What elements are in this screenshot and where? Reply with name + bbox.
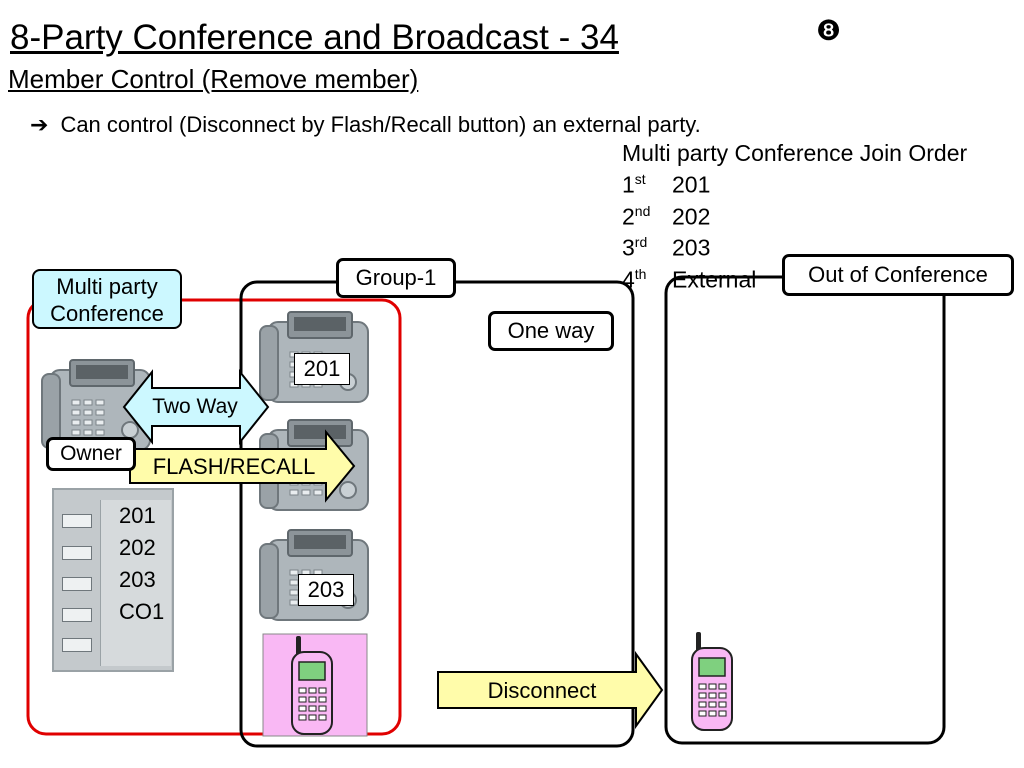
panel-key-label: 203 <box>119 567 156 592</box>
panel-key <box>62 577 92 591</box>
out-of-conference-label: Out of Conference <box>782 254 1014 296</box>
disconnected-mobile-icon <box>691 631 733 731</box>
panel-key-label: CO1 <box>119 599 165 624</box>
two-way-label: Two Way <box>152 395 238 418</box>
panel-key <box>62 514 92 528</box>
arrow-bullet-icon: ➔ <box>30 112 49 137</box>
flash-recall-label: FLASH/RECALL <box>152 454 316 479</box>
extension-203-tag: 203 <box>298 574 354 606</box>
disconnect-label: Disconnect <box>487 678 597 703</box>
bullet-point: ➔ Can control (Disconnect by Flash/Recall… <box>30 110 701 140</box>
conference-region-outline <box>26 298 402 736</box>
panel-key <box>62 638 92 652</box>
flash-recall-arrow <box>129 429 356 503</box>
panel-key-label: 201 <box>119 503 156 528</box>
join-order-heading: Multi party Conference Join Order <box>622 140 968 166</box>
multi-party-conference-label: Multi party Conference <box>32 269 182 329</box>
two-way-arrow <box>122 369 270 445</box>
dss-key-panel: 201 202 203 CO1 <box>52 488 174 672</box>
group-1-label: Group-1 <box>336 258 456 298</box>
one-way-label: One way <box>488 311 614 351</box>
slide-number-marker: ❽ <box>816 14 842 47</box>
slide-title: 8-Party Conference and Broadcast - 34 <box>10 18 619 57</box>
panel-key <box>62 546 92 560</box>
disconnect-arrow <box>437 650 664 730</box>
panel-key <box>62 608 92 622</box>
bullet-text: Can control (Disconnect by Flash/Recall … <box>60 112 701 137</box>
extension-201-tag: 201 <box>294 353 350 385</box>
slide-subtitle: Member Control (Remove member) <box>8 64 419 94</box>
owner-label: Owner <box>46 437 136 471</box>
panel-key-label: 202 <box>119 535 156 560</box>
